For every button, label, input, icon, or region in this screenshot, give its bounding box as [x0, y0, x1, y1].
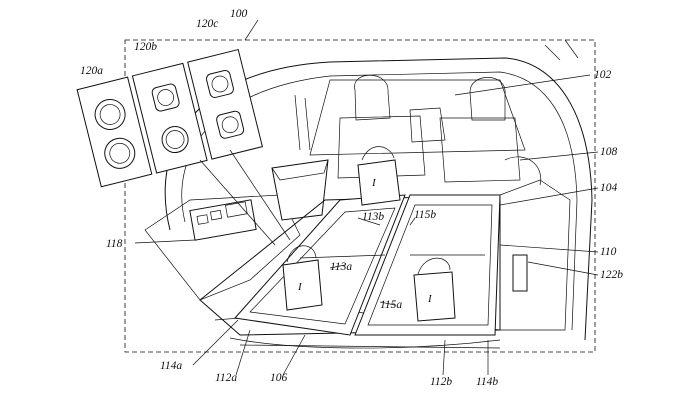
label-113b: 113b: [362, 211, 384, 223]
control-122b: [512, 254, 528, 292]
hinge-mark: [544, 39, 579, 61]
grocery-bag-3: I: [413, 257, 456, 322]
label-120a: 120a: [80, 65, 103, 77]
label-118: 118: [106, 238, 123, 250]
label-120b: 120b: [134, 41, 157, 53]
bag-mark: I: [371, 177, 377, 189]
label-100: 100: [230, 8, 248, 20]
figure-boundary: [124, 39, 596, 353]
button-cluster-120: [76, 48, 263, 188]
panel-120b: [131, 62, 208, 174]
label-114a: 114a: [160, 360, 182, 372]
label-112b: 112b: [430, 376, 452, 388]
label-113a: 113a: [330, 261, 352, 273]
grocery-bag-1: I: [357, 146, 401, 206]
grocery-bag-2: I: [282, 245, 323, 311]
cargo-bin: [271, 159, 329, 221]
label-102: 102: [594, 69, 612, 81]
seat-belt: [504, 156, 542, 186]
control-panel-118: [189, 199, 257, 241]
label-120c: 120c: [196, 18, 218, 30]
bag-mark: I: [427, 293, 433, 305]
cargo-floor: [199, 194, 501, 336]
bag-mark: I: [297, 281, 303, 293]
seat-back-left: [337, 115, 426, 179]
floor-panel-112a: [234, 194, 406, 336]
right-side-wall: [499, 179, 571, 331]
label-110: 110: [600, 246, 617, 258]
center-console: [409, 107, 446, 143]
label-112a: 112a: [215, 372, 237, 384]
label-108: 108: [600, 146, 618, 158]
headrest-right: [469, 77, 506, 121]
headrest-left: [354, 74, 391, 121]
label-114b: 114b: [476, 376, 498, 388]
label-122b: 122b: [600, 269, 623, 281]
label-106: 106: [270, 372, 288, 384]
label-115a: 115a: [380, 299, 402, 311]
label-104: 104: [600, 182, 618, 194]
label-115b: 115b: [414, 209, 436, 221]
rear-window: [309, 79, 526, 156]
seat-back-right: [439, 117, 521, 183]
